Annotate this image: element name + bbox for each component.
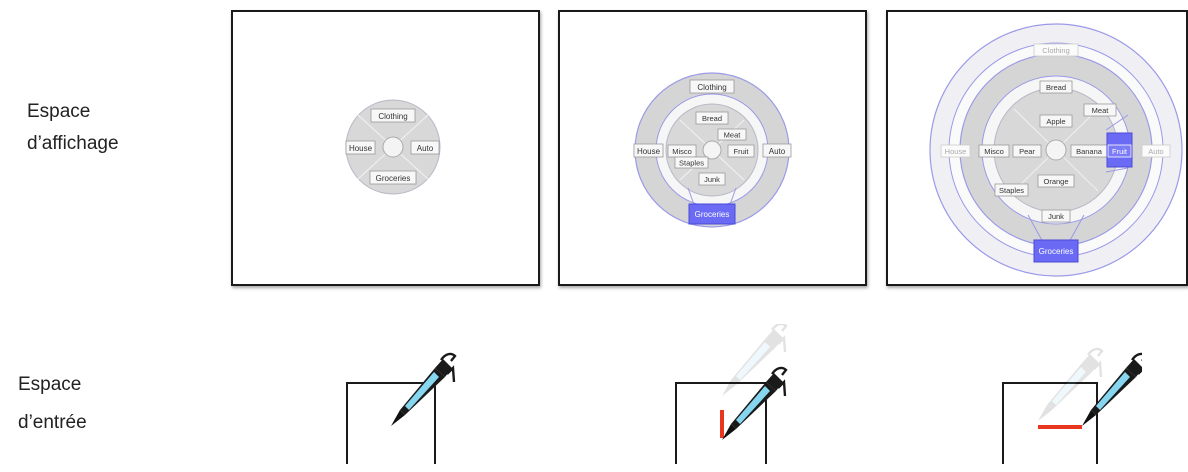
menu-item-auto[interactable]: Auto bbox=[1148, 147, 1163, 156]
menu-item-meat[interactable]: Meat bbox=[1092, 106, 1110, 115]
menu-item-groceries-selected[interactable]: Groceries bbox=[695, 210, 730, 219]
menu-item-house[interactable]: House bbox=[945, 147, 967, 156]
menu-item-clothing[interactable]: Clothing bbox=[1042, 46, 1070, 55]
menu-item-groceries-selected[interactable]: Groceries bbox=[1039, 247, 1074, 256]
menu-item-house[interactable]: House bbox=[349, 144, 373, 153]
menu-item-clothing[interactable]: Clothing bbox=[697, 83, 726, 92]
menu-item-misco[interactable]: Misco bbox=[672, 147, 692, 156]
input-box-3 bbox=[1002, 382, 1098, 472]
input-box-1 bbox=[346, 382, 436, 472]
menu-item-fruit-selected[interactable]: Fruit bbox=[1112, 147, 1128, 156]
display-panel-3: Clothing House Auto Bread Meat Misco Sta… bbox=[886, 10, 1188, 286]
menu-item-groceries[interactable]: Groceries bbox=[376, 174, 411, 183]
input-box-2 bbox=[675, 382, 767, 472]
marking-menu-level-3: Clothing House Auto Bread Meat Misco Sta… bbox=[930, 24, 1182, 276]
display-space-label-line1: Espace bbox=[27, 96, 119, 128]
input-space-label: Espace d’entrée bbox=[18, 366, 87, 442]
menu-item-bread[interactable]: Bread bbox=[1046, 83, 1066, 92]
marking-menu-level-1: Clothing House Auto Groceries bbox=[346, 100, 440, 194]
menu-item-clothing[interactable]: Clothing bbox=[378, 112, 407, 121]
display-panel-2: Clothing House Auto Bread Meat Misco Fru… bbox=[558, 10, 867, 286]
menu-item-house[interactable]: House bbox=[637, 147, 661, 156]
menu-item-staples[interactable]: Staples bbox=[679, 159, 704, 168]
menu-item-junk[interactable]: Junk bbox=[704, 175, 720, 184]
menu-item-meat[interactable]: Meat bbox=[724, 131, 742, 140]
menu-item-staples[interactable]: Staples bbox=[999, 186, 1024, 195]
display-space-label-line2: d’affichage bbox=[27, 128, 119, 160]
input-space-label-line1: Espace bbox=[18, 366, 87, 404]
menu-item-auto[interactable]: Auto bbox=[769, 147, 786, 156]
menu-item-auto[interactable]: Auto bbox=[417, 144, 434, 153]
display-space-label: Espace d’affichage bbox=[27, 96, 119, 160]
input-area-3[interactable] bbox=[1003, 383, 1097, 464]
input-space-label-line2: d’entrée bbox=[18, 404, 87, 442]
menu-item-banana[interactable]: Banana bbox=[1076, 147, 1103, 156]
menu-item-orange[interactable]: Orange bbox=[1043, 177, 1068, 186]
menu-item-pear[interactable]: Pear bbox=[1019, 147, 1035, 156]
menu-item-fruit[interactable]: Fruit bbox=[734, 147, 750, 156]
display-panel-1: Clothing House Auto Groceries bbox=[231, 10, 540, 286]
marking-menu-level-2: Clothing House Auto Bread Meat Misco Fru… bbox=[634, 73, 791, 227]
menu-item-bread[interactable]: Bread bbox=[702, 114, 722, 123]
menu-item-apple[interactable]: Apple bbox=[1046, 117, 1065, 126]
menu-item-misco[interactable]: Misco bbox=[984, 147, 1004, 156]
menu-item-junk[interactable]: Junk bbox=[1048, 212, 1064, 221]
